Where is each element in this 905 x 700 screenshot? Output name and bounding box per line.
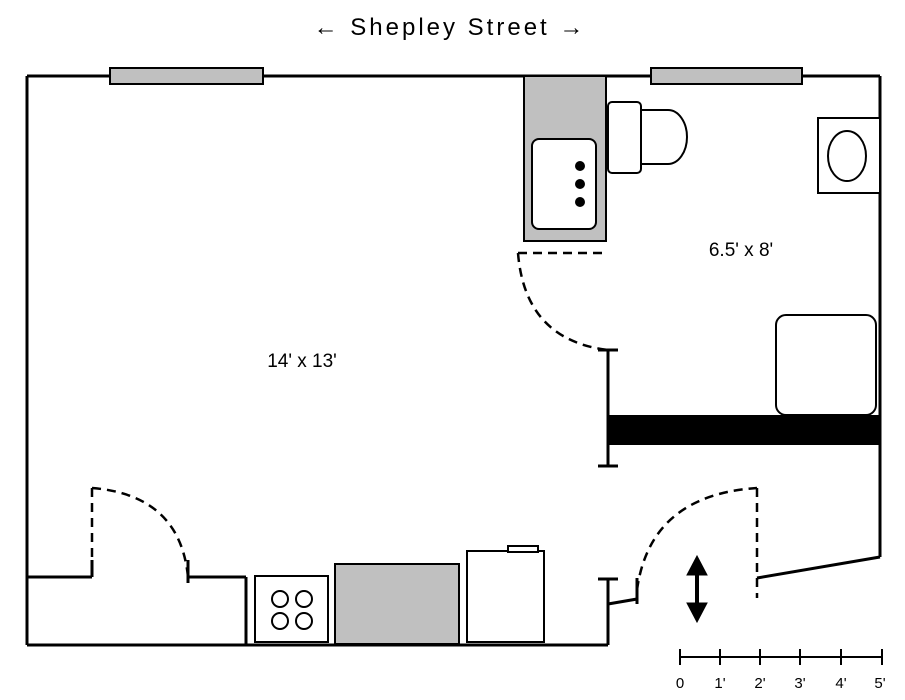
entry-door: [607, 486, 759, 606]
scale-bar: 0 1' 2' 3' 4' 5': [676, 649, 886, 692]
main-room-dimensions: 14' x 13': [267, 351, 337, 372]
scale-label: 0: [676, 675, 684, 692]
black-wall: [608, 415, 880, 445]
counter-icon: [334, 563, 460, 645]
tub-icon: [775, 314, 877, 416]
sink-icon: [523, 75, 607, 242]
angled-wall: [756, 555, 881, 580]
street-label: ← Shepley Street →: [314, 14, 587, 41]
scale-label: 1': [714, 675, 725, 692]
stove-icon: [254, 575, 329, 643]
double-arrow-icon: [686, 554, 708, 624]
scale-label: 5': [874, 675, 885, 692]
bathroom-sink-icon: [817, 117, 881, 194]
window-left: [109, 67, 264, 85]
walls: [25, 74, 882, 647]
window-right: [650, 67, 803, 85]
bathroom-door: [516, 251, 609, 352]
closet-door: [90, 486, 190, 578]
bathroom-dimensions: 6.5' x 8': [709, 240, 773, 261]
refrigerator-icon: [466, 545, 545, 643]
scale-label: 4': [835, 675, 846, 692]
toilet-icon: [607, 101, 688, 174]
scale-label: 3': [794, 675, 805, 692]
scale-label: 2': [754, 675, 765, 692]
